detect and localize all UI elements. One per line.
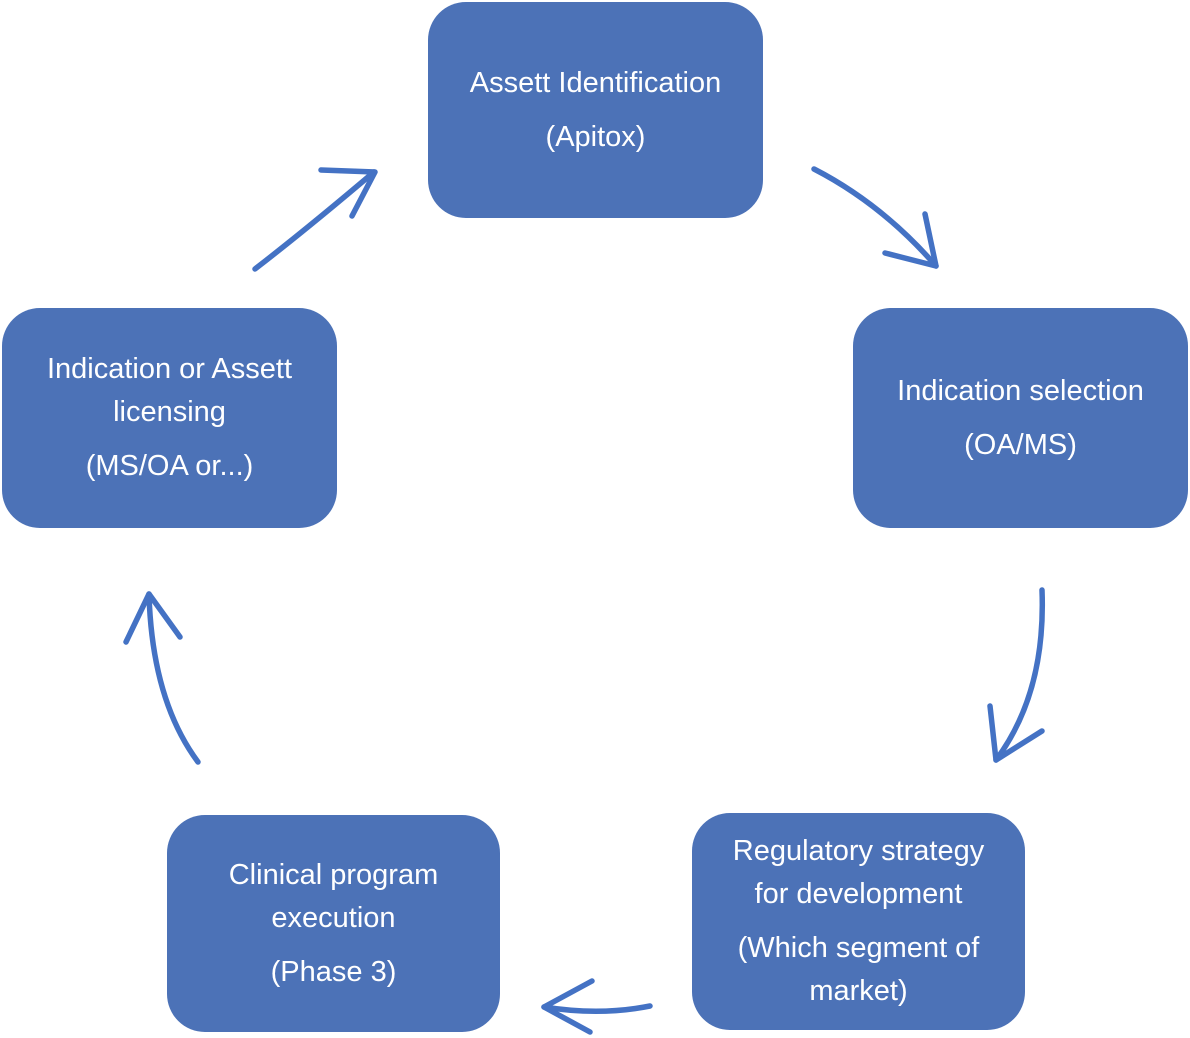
arrow-identification-to-selection-icon [811,166,939,269]
arrow-head [318,167,378,219]
node-subtitle: (OA/MS) [964,428,1077,461]
node-regulatory-strategy: Regulatory strategy for development (Whi… [692,813,1025,1030]
arrow-regulatory-to-clinical-icon [541,978,653,1035]
node-title: Assett Identification [469,66,722,99]
arrow-shaft [252,169,377,272]
node-subtitle: (Apitox) [545,120,646,153]
arrow-clinical-to-licensing-icon [123,591,201,765]
arrow-head [882,211,939,269]
node-subtitle: (Phase 3) [270,955,397,988]
node-indication-or-asset-licensing: Indication or Assett licensing (MS/OA or… [2,308,337,528]
node-title: Indication or Assett licensing [46,353,293,428]
arrow-shaft [541,1003,653,1015]
arrow-licensing-to-identification-icon [252,167,378,272]
node-subtitle: (Which segment of market) [737,932,980,1007]
node-subtitle: (MS/OA or...) [85,450,254,482]
arrow-shaft [811,166,939,269]
arrow-shaft [146,591,201,765]
arrow-selection-to-regulatory-icon [987,587,1046,763]
arrow-head [987,703,1045,763]
arrow-head [123,591,183,645]
node-clinical-program-execution: Clinical program execution (Phase 3) [167,815,500,1032]
node-title: Clinical program execution [228,858,439,934]
arrow-head [541,978,595,1035]
arrow-shaft [993,587,1046,763]
node-indication-selection: Indication selection (OA/MS) [853,308,1188,528]
node-title: Indication selection [897,374,1144,407]
node-asset-identification: Assett Identification (Apitox) [428,2,763,218]
node-title: Regulatory strategy for development [732,835,985,910]
